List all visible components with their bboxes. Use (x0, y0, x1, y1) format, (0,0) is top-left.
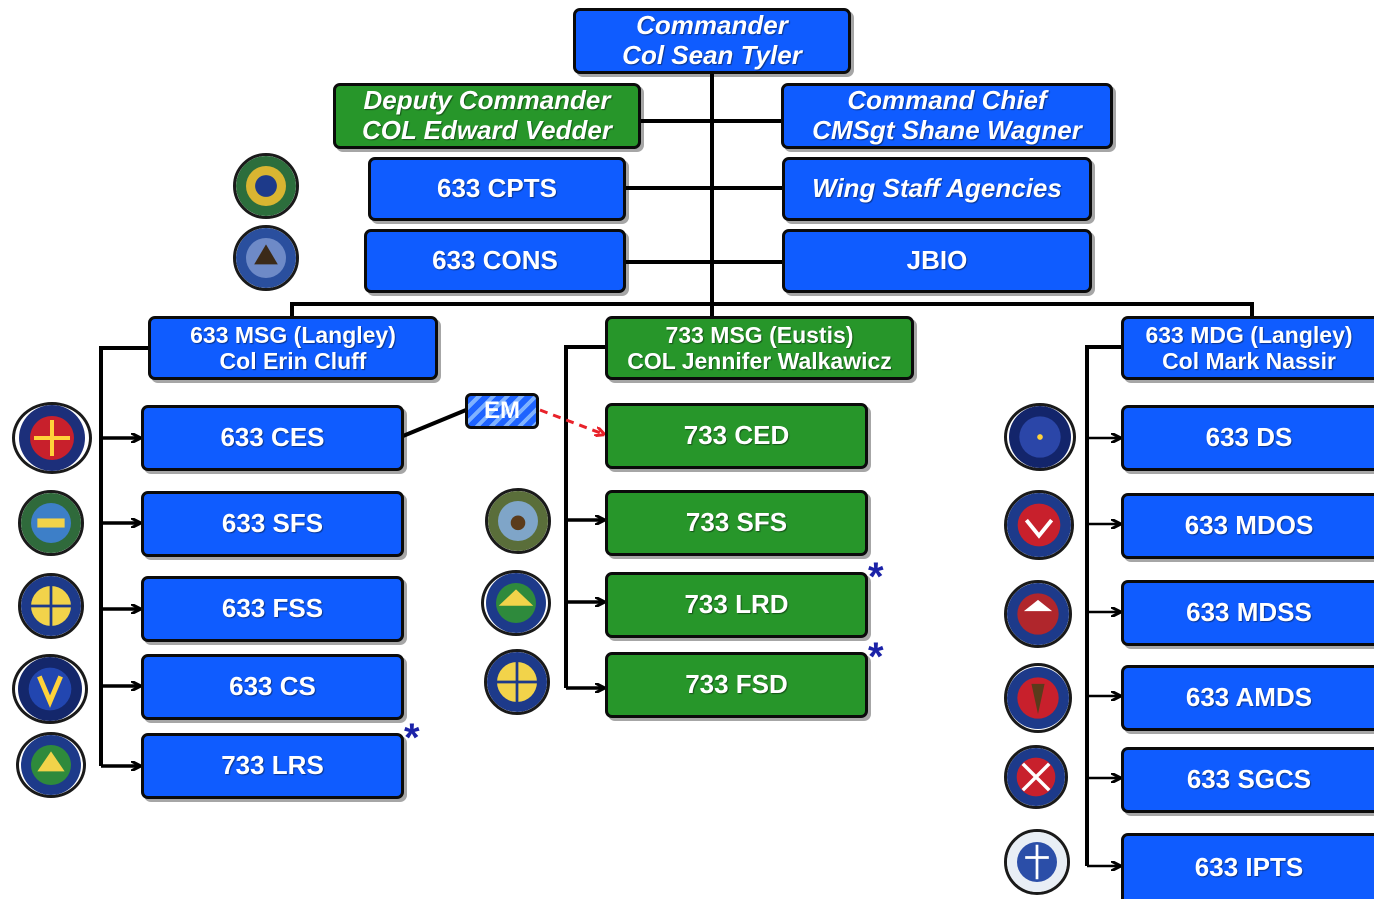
unit-733-lrs[interactable]: 733 LRS (141, 733, 404, 799)
unit-633-amds[interactable]: 633 AMDS (1121, 665, 1374, 731)
squadron-emblem-icon (1004, 745, 1068, 809)
unit-633-cs[interactable]: 633 CS (141, 654, 404, 720)
cpts-label: 633 CPTS (437, 173, 557, 204)
unit-633-mdos[interactable]: 633 MDOS (1121, 493, 1374, 559)
deputy-title: Deputy Commander (363, 85, 611, 116)
unit-733-fsd[interactable]: 733 FSD (605, 652, 868, 718)
msg-eustis-box[interactable]: 733 MSG (Eustis) COL Jennifer Walkawicz (605, 316, 914, 380)
unit-label: 633 DS (1205, 422, 1293, 453)
unit-label: 633 IPTS (1194, 851, 1304, 882)
mdg-langley-box[interactable]: 633 MDG (Langley) Col Mark Nassir (1121, 316, 1374, 380)
jbio-box[interactable]: JBIO (782, 229, 1092, 293)
mdg-langley-name: Col Mark Nassir (1162, 348, 1336, 374)
asterisk-glyph: * (404, 716, 420, 760)
cpts-box[interactable]: 633 CPTS (368, 157, 626, 221)
unit-label: 633 SGCS (1186, 764, 1312, 795)
cons-label: 633 CONS (432, 245, 558, 276)
squadron-emblem-icon (233, 225, 299, 291)
unit-733-lrd[interactable]: 733 LRD (605, 572, 868, 638)
squadron-emblem-icon (233, 153, 299, 219)
unit-633-ipts[interactable]: 633 IPTS (1121, 833, 1374, 899)
squadron-emblem-icon (1004, 403, 1076, 471)
squadron-emblem-icon (18, 573, 84, 639)
em-badge: EM (465, 393, 539, 429)
unit-633-mdss[interactable]: 633 MDSS (1121, 580, 1374, 646)
unit-label: 633 AMDS (1185, 682, 1313, 713)
unit-label: 733 LRD (684, 589, 789, 620)
em-label: EM (484, 397, 520, 424)
command-chief-box[interactable]: Command Chief CMSgt Shane Wagner (781, 83, 1113, 149)
unit-label: 633 CES (220, 422, 325, 453)
unit-label: 633 SFS (221, 508, 324, 539)
unit-633-ds[interactable]: 633 DS (1121, 405, 1374, 471)
unit-733-ced[interactable]: 733 CED (605, 403, 868, 469)
wing-staff-label: Wing Staff Agencies (812, 173, 1062, 204)
unit-label: 733 FSD (685, 669, 788, 700)
squadron-emblem-icon (484, 649, 550, 715)
squadron-emblem-icon (1004, 663, 1072, 733)
unit-733-sfs[interactable]: 733 SFS (605, 490, 868, 556)
asterisk-glyph: * (868, 635, 884, 679)
unit-label: 733 LRS (221, 750, 324, 781)
squadron-emblem-icon (481, 570, 551, 636)
asterisk-marker: * (868, 637, 884, 677)
msg-eustis-title: 733 MSG (Eustis) (665, 321, 854, 348)
deputy-name: COL Edward Vedder (362, 115, 612, 145)
unit-label: 633 FSS (221, 593, 324, 624)
commander-box[interactable]: Commander Col Sean Tyler (573, 8, 851, 74)
cons-box[interactable]: 633 CONS (364, 229, 626, 293)
unit-label: 633 MDOS (1184, 510, 1314, 541)
squadron-emblem-icon (1004, 580, 1072, 648)
squadron-emblem-icon (18, 490, 84, 556)
unit-label: 733 SFS (685, 507, 788, 538)
wing-staff-box[interactable]: Wing Staff Agencies (782, 157, 1092, 221)
asterisk-glyph: * (868, 555, 884, 599)
asterisk-marker: * (868, 557, 884, 597)
chief-name: CMSgt Shane Wagner (812, 115, 1082, 145)
jbio-label: JBIO (906, 245, 968, 276)
unit-633-fss[interactable]: 633 FSS (141, 576, 404, 642)
squadron-emblem-icon (12, 402, 92, 474)
unit-633-sfs[interactable]: 633 SFS (141, 491, 404, 557)
unit-label: 733 CED (683, 420, 790, 451)
chief-title: Command Chief (847, 85, 1047, 116)
mdg-langley-title: 633 MDG (Langley) (1145, 321, 1353, 348)
unit-633-ces[interactable]: 633 CES (141, 405, 404, 471)
msg-langley-title: 633 MSG (Langley) (190, 321, 396, 348)
squadron-emblem-icon (1004, 829, 1070, 895)
commander-name: Col Sean Tyler (622, 40, 802, 70)
msg-eustis-name: COL Jennifer Walkawicz (627, 348, 892, 374)
asterisk-marker: * (404, 718, 420, 758)
squadron-emblem-icon (1004, 490, 1074, 560)
squadron-emblem-icon (16, 732, 86, 798)
squadron-emblem-icon (12, 654, 88, 724)
unit-label: 633 MDSS (1186, 597, 1312, 628)
msg-langley-name: Col Erin Cluff (219, 348, 367, 374)
msg-langley-box[interactable]: 633 MSG (Langley) Col Erin Cluff (148, 316, 438, 380)
unit-633-sgcs[interactable]: 633 SGCS (1121, 747, 1374, 813)
commander-title: Commander (636, 10, 788, 41)
deputy-commander-box[interactable]: Deputy Commander COL Edward Vedder (333, 83, 641, 149)
unit-label: 633 CS (229, 671, 316, 702)
squadron-emblem-icon (485, 488, 551, 554)
